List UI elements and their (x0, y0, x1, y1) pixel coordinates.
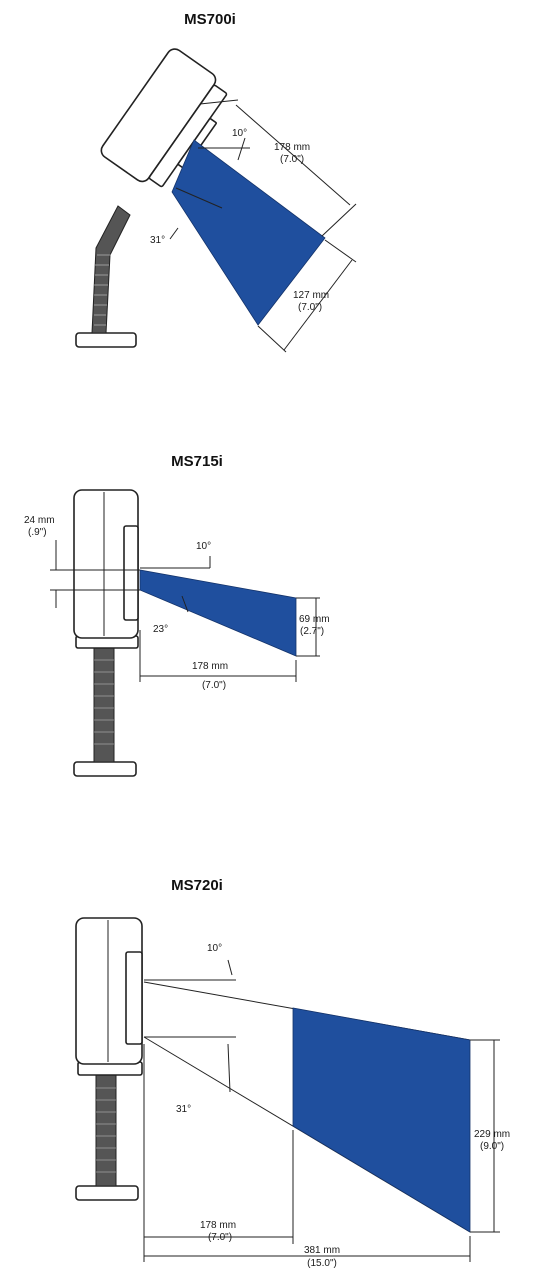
dim-far-mm: 381 mm (304, 1245, 340, 1256)
dim-width-in: (9.0") (480, 1141, 504, 1152)
diagram-ms700i: MS700i 10° 31° 178 mm (7.0") (75, 11, 357, 353)
dim-ext (199, 99, 239, 105)
dim-width-mm: 127 mm (293, 290, 329, 301)
height-in: (.9") (28, 527, 47, 538)
dim-depth-in: (7.0") (202, 680, 226, 691)
angle-arrow (169, 227, 179, 240)
scanner-stand (91, 205, 131, 334)
scanner-window (123, 525, 139, 621)
dim-depth-mm: 178 mm (192, 661, 228, 672)
dim-width-in: (7.0") (298, 302, 322, 313)
diagram-title: MS720i (171, 877, 223, 894)
dim-near-in: (7.0") (208, 1232, 232, 1243)
dim-near-mm: 178 mm (200, 1220, 236, 1231)
scanner-base (75, 332, 137, 348)
dim-width-mm: 69 mm (299, 614, 330, 625)
scanner-stand (95, 1074, 117, 1187)
dim-width-in: (2.7") (300, 626, 324, 637)
stand-ribs (94, 254, 111, 326)
scanner-base (75, 1185, 139, 1201)
height-mm: 24 mm (24, 515, 55, 526)
diagram-title: MS700i (184, 11, 236, 28)
scanner-window (125, 951, 143, 1045)
dim-ext (321, 203, 357, 237)
dim-line-depth (235, 104, 351, 206)
diagram-title: MS715i (171, 453, 223, 470)
angle-arrow (227, 959, 233, 976)
scan-beam (292, 1007, 471, 1233)
diagram-ms720i: MS720i 10° 31° 229 mm (9.0") (75, 877, 510, 1269)
stand-ribs (96, 1087, 116, 1173)
angle-arrow (181, 595, 189, 613)
scanner-base (73, 761, 137, 777)
angle-label-bottom: 31° (176, 1104, 191, 1115)
dim-depth-in: (7.0") (280, 154, 304, 165)
stand-ribs (94, 659, 114, 745)
diagram-ms715i: MS715i 24 mm (.9") 10° 23° (24, 453, 330, 777)
angle-label-bottom: 31° (150, 235, 165, 246)
dim-line-width (283, 259, 353, 351)
angle-label-top: 10° (196, 541, 211, 552)
angle-label-top: 10° (207, 943, 222, 954)
dim-ext (257, 325, 287, 353)
angle-arrow (237, 137, 246, 161)
angle-label-top: 10° (232, 128, 247, 139)
scan-beam (171, 139, 326, 326)
dim-far-in: (15.0") (307, 1258, 337, 1269)
angle-line (175, 187, 223, 209)
dim-ext (324, 239, 357, 263)
dim-width-mm: 229 mm (474, 1129, 510, 1140)
angle-label-bottom: 23° (153, 624, 168, 635)
dim-depth-mm: 178 mm (274, 142, 310, 153)
angle-arrow (227, 1043, 231, 1093)
scan-beam (139, 569, 297, 657)
scanner-stand (93, 647, 115, 763)
